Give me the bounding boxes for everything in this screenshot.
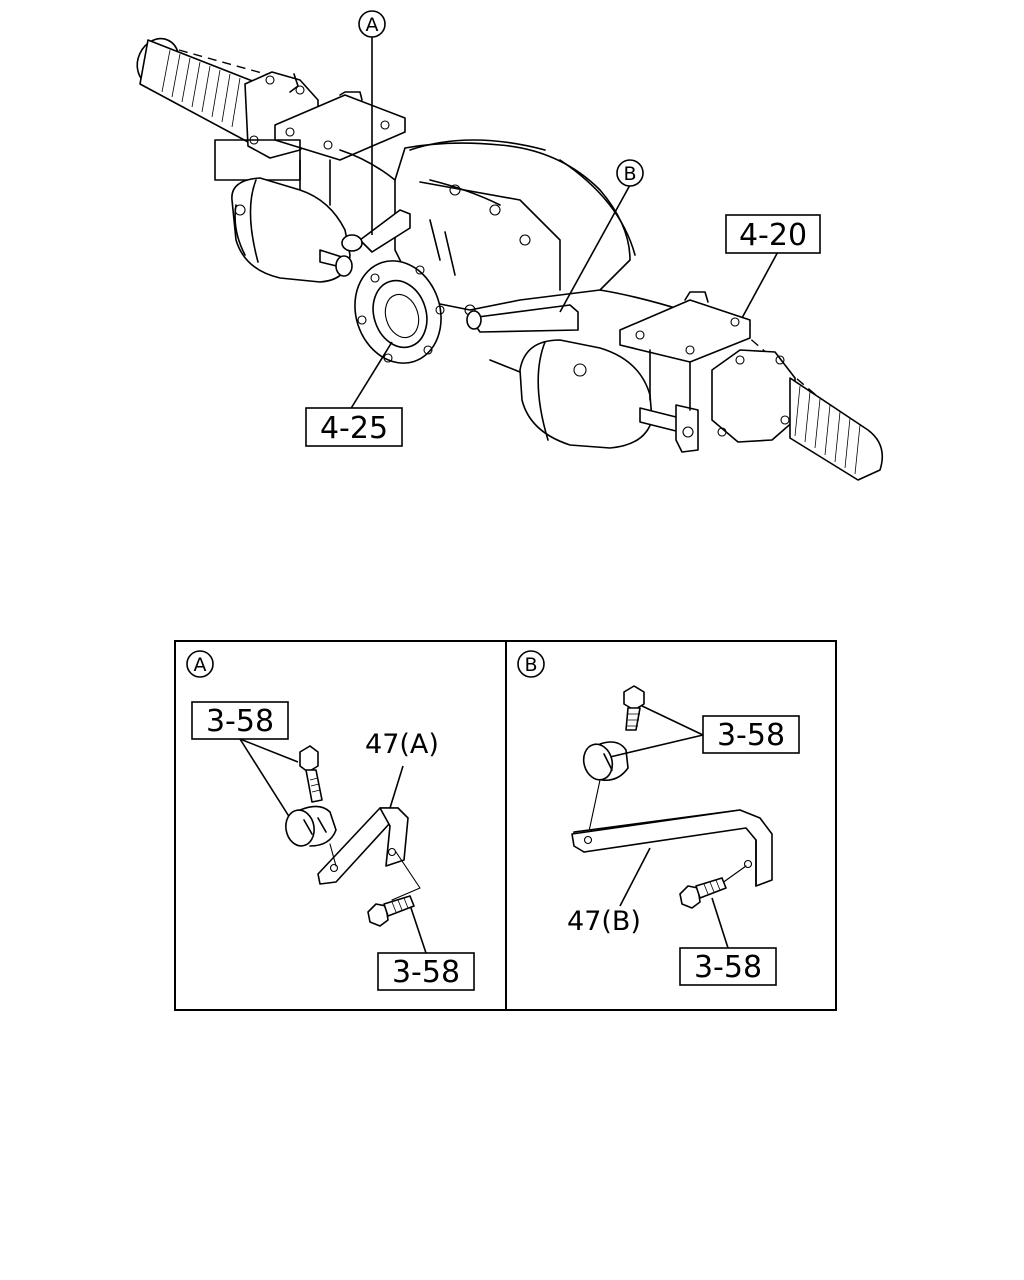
callout-b-letter: B bbox=[623, 163, 636, 185]
callout-a-letter: A bbox=[366, 14, 379, 36]
detail-b-letter: B bbox=[524, 654, 537, 676]
detail-b-clip bbox=[582, 741, 629, 837]
ref-label-4-20-text: 4-20 bbox=[739, 218, 807, 253]
detail-a-panel: A 3-58 47(A) 3-58 bbox=[186, 650, 475, 991]
rear-axle-assembly bbox=[136, 37, 884, 481]
detail-a-ref-top-box bbox=[191, 701, 289, 740]
ref-label-4-25: 4-25 bbox=[305, 407, 403, 447]
detail-b-ref-bottom: 3-58 bbox=[694, 950, 762, 985]
right-spring-bracket bbox=[619, 291, 751, 411]
ref-label-4-20: 4-20 bbox=[725, 214, 821, 254]
detail-a-ref-bottom-box bbox=[377, 952, 475, 991]
detail-a-part-number: 47(A) bbox=[365, 729, 439, 760]
detail-b-part-number: 47(B) bbox=[567, 906, 641, 937]
detail-b-bottom-bolt bbox=[679, 877, 727, 909]
ref-label-4-25-text: 4-25 bbox=[320, 411, 388, 446]
detail-a-ref-bottom: 3-58 bbox=[392, 955, 460, 990]
callout-a-marker: A bbox=[358, 10, 386, 38]
detail-b-top-bolt bbox=[623, 685, 645, 731]
detail-a-clip bbox=[285, 805, 337, 847]
differential-housing bbox=[339, 139, 741, 331]
detail-a-bracket-47a bbox=[317, 807, 421, 901]
detail-a-bottom-bolt bbox=[367, 895, 415, 927]
carrier-flange bbox=[354, 260, 445, 364]
detail-a-top-bolt bbox=[299, 745, 323, 803]
detail-b-ref-top: 3-58 bbox=[717, 718, 785, 753]
bracket-a-location bbox=[341, 209, 411, 253]
detail-a-letter: A bbox=[194, 654, 207, 676]
detail-b-bracket-47b bbox=[571, 809, 773, 887]
detail-a-ref-top: 3-58 bbox=[206, 704, 274, 739]
callout-b-marker: B bbox=[616, 159, 644, 187]
left-brake-chamber bbox=[231, 177, 353, 283]
right-brake-chamber bbox=[519, 339, 699, 453]
bracket-b-location bbox=[466, 304, 579, 373]
detail-b-panel: B 3-58 47(B) 3-58 bbox=[517, 650, 800, 986]
right-axle-end bbox=[711, 349, 884, 481]
